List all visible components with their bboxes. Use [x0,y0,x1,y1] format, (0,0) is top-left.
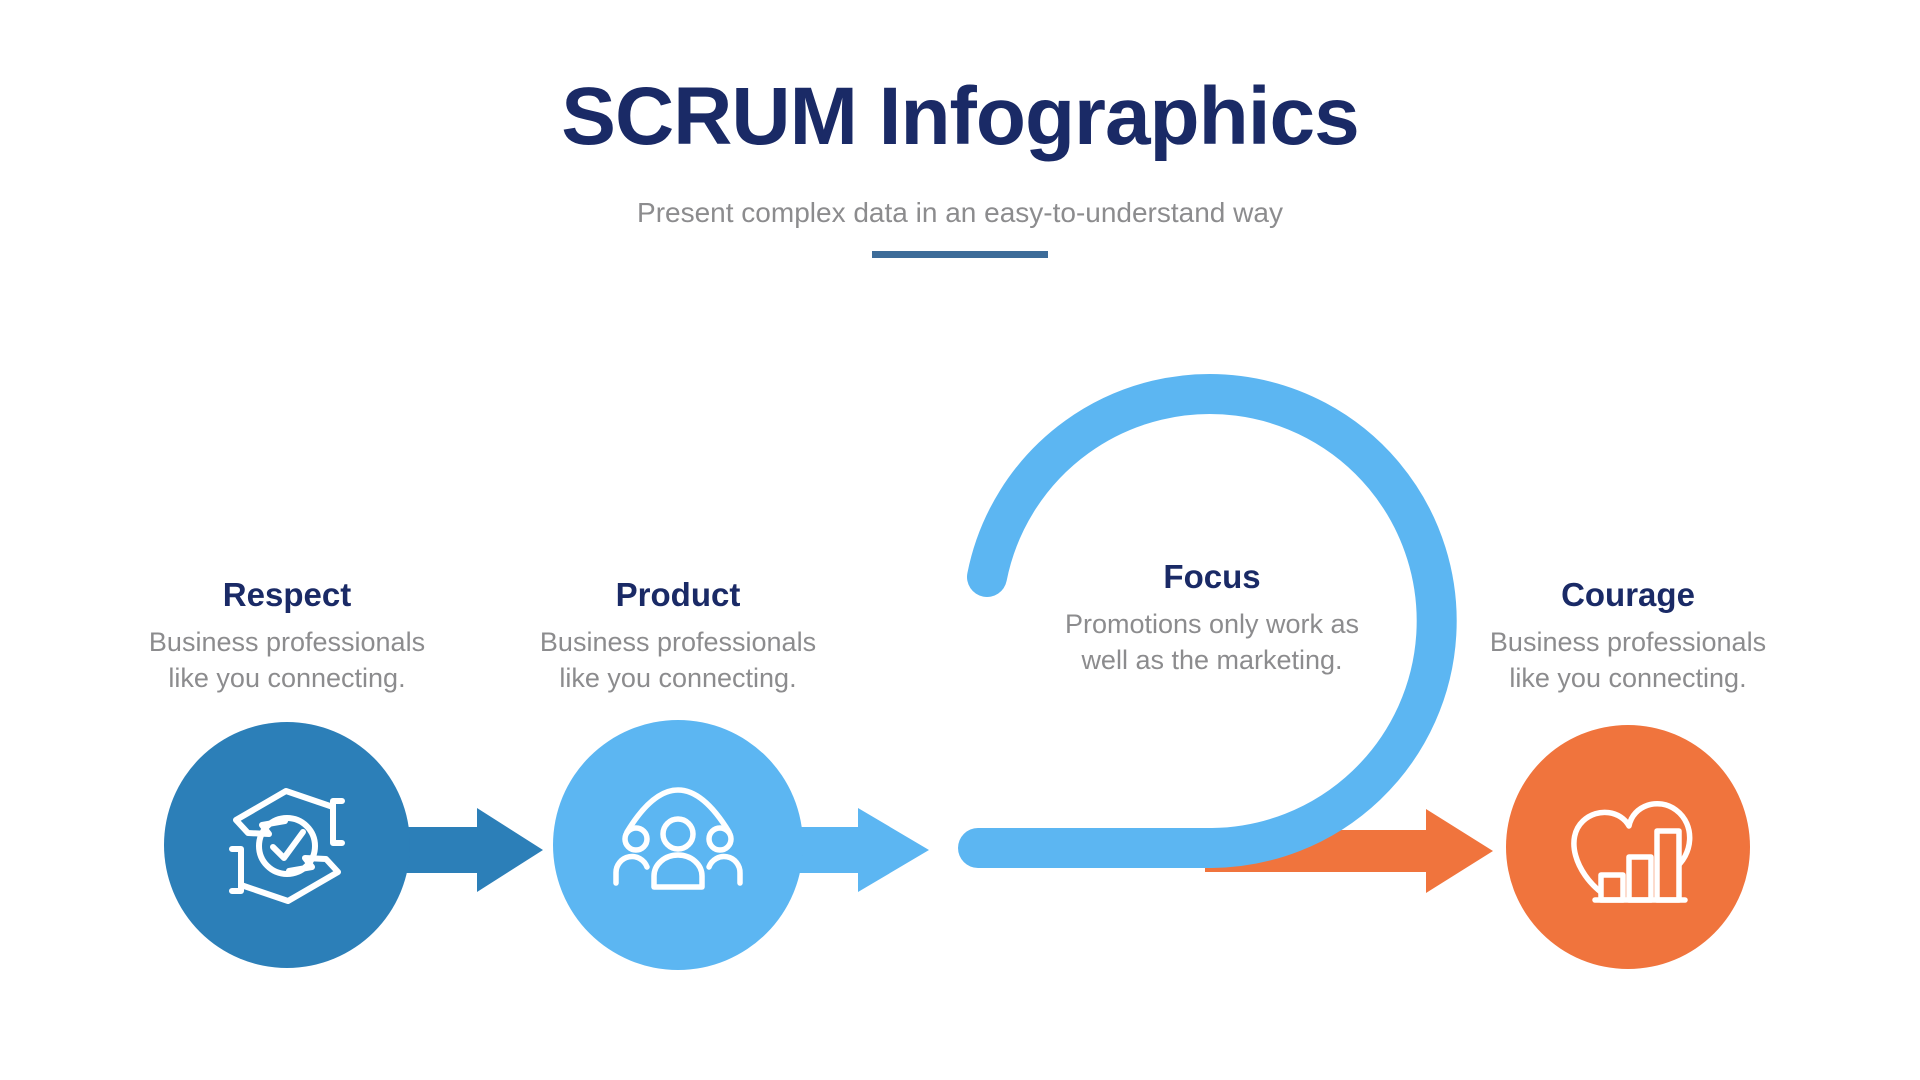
cloud-heart-outline [1571,800,1693,896]
arrow-product-to-focus [770,808,929,892]
right-person-body [706,853,743,886]
center-person-head [660,816,696,852]
step-description: Business professionals like you connecti… [148,627,426,693]
team-arc [624,787,732,835]
check-circle [256,815,318,877]
page-title: SCRUM Infographics [561,71,1359,162]
step-focus: Focus Promotions only work as well as th… [1047,557,1377,678]
step-respect: Respect Business professionals like you … [137,575,437,696]
bottom-hand [229,846,341,904]
center-person-body [651,852,705,890]
bar-small [1598,872,1626,903]
step-title: Courage [1561,576,1695,613]
step-title: Product [615,576,741,613]
title-divider [872,251,1048,258]
bar-tall [1654,828,1682,903]
step-courage: Courage Business professionals like you … [1478,575,1778,696]
cloud-bar-chart-icon [1571,800,1693,903]
respect-circle [164,722,410,968]
step-title: Focus [1163,558,1261,595]
bar-medium [1626,854,1654,903]
hands-check-icon [229,788,345,904]
page-subtitle: Present complex data in an easy-to-under… [637,197,1283,228]
step-description: Business professionals like you connecti… [1489,627,1767,693]
product-circle [553,720,803,970]
sprint-loop-arrow [958,374,1457,868]
step-title: Respect [222,576,352,613]
team-icon [613,787,743,890]
left-person-body [613,853,650,886]
step-product: Product Business professionals like you … [528,575,828,696]
step-description: Business professionals like you connecti… [539,627,817,693]
step-description: Promotions only work as well as the mark… [1064,609,1360,675]
courage-circle [1506,725,1750,969]
check-mark [270,829,306,861]
arrow-respect-to-product [380,808,543,892]
right-person-head [706,825,734,853]
top-hand [233,788,345,846]
left-person-head [622,825,650,853]
